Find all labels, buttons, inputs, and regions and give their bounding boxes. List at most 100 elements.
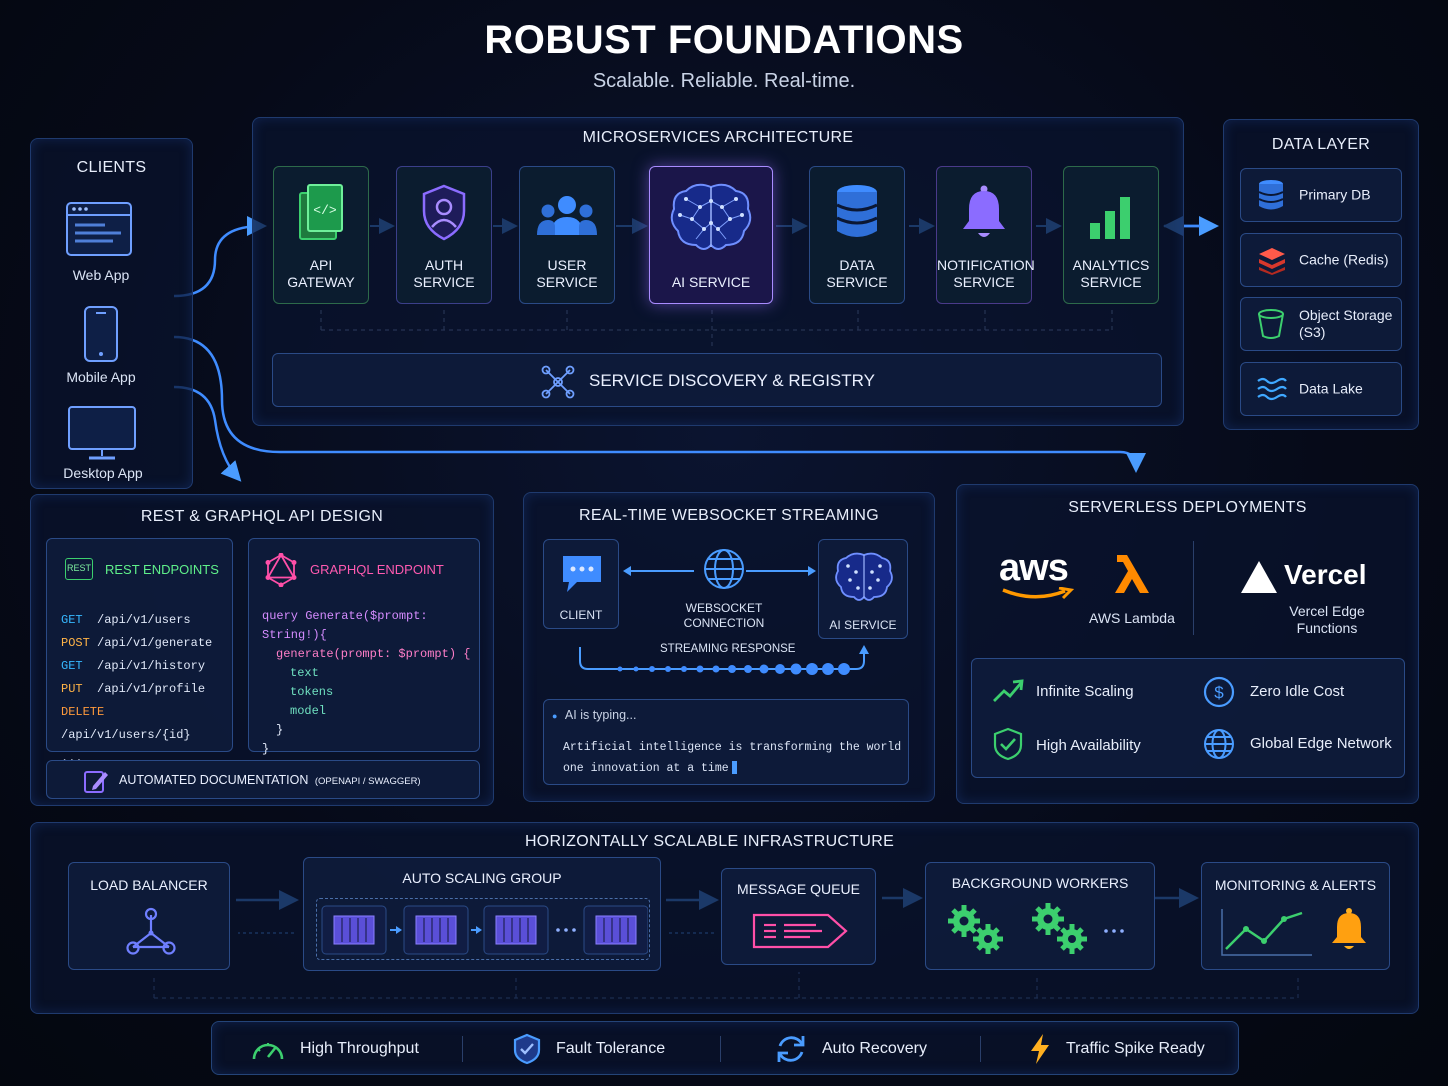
automated-docs-bar[interactable]: AUTOMATED DOCUMENTATION (OPENAPI / SWAGG…	[46, 760, 480, 799]
load-balancer-icon	[126, 907, 176, 955]
data-item-object-storage[interactable]: Object Storage (S3)	[1240, 297, 1402, 351]
data-item-label: Data Lake	[1299, 380, 1363, 397]
footer-label: High Throughput	[300, 1040, 419, 1057]
data-item-label: Cache (Redis)	[1299, 251, 1389, 268]
alert-bell-icon	[1332, 908, 1366, 949]
typing-cursor	[731, 761, 737, 775]
aws-smile-icon	[1002, 586, 1075, 600]
message-queue[interactable]: MESSAGE QUEUE	[721, 868, 876, 965]
service-label: DATA SERVICE	[826, 257, 888, 290]
feature-high-availability: High Availability	[1036, 737, 1141, 754]
ws-client-label: CLIENT	[559, 608, 603, 622]
background-workers[interactable]: BACKGROUND WORKERS	[925, 862, 1155, 970]
service-analytics[interactable]: ANALYTICS SERVICE	[1063, 166, 1159, 304]
ws-ai-card: AI SERVICE	[818, 539, 908, 639]
desktop-app-icon	[68, 406, 136, 460]
footer-item-auto-recovery: Auto Recovery	[774, 1022, 927, 1076]
ai-typing-indicator: ● AI is typing...	[552, 708, 637, 722]
network-nodes-icon	[541, 365, 575, 399]
ws-connection-label: WEBSOCKET CONNECTION	[683, 601, 765, 630]
bell-icon	[963, 185, 1005, 237]
aws-logo-text: aws	[999, 547, 1069, 589]
monitoring-label: MONITORING & ALERTS	[1214, 877, 1377, 893]
svg-text:</>: </>	[313, 203, 337, 218]
line-chart-icon	[1221, 909, 1312, 956]
ai-typing-box: ● AI is typing... Artificial intelligenc…	[543, 699, 909, 785]
clients-title: CLIENTS	[76, 159, 147, 176]
ws-client-card: CLIENT	[543, 539, 619, 629]
typing-text: AI is typing...	[564, 708, 637, 722]
streaming-response-label: STREAMING RESPONSE	[660, 643, 796, 655]
websocket-panel: REAL-TIME WEBSOCKET STREAMING CLIENT WEB…	[523, 492, 935, 802]
ai-typing-message: Artificial intelligence is transforming …	[563, 737, 901, 779]
auto-scaling-group[interactable]: AUTO SCALING GROUP	[303, 857, 661, 971]
code-line: tokens	[290, 685, 334, 699]
rest-endpoints-card: REST REST ENDPOINTS GET/api/v1/users POS…	[46, 538, 233, 765]
client-desktop-app-label: Desktop App	[63, 465, 143, 481]
vercel-triangle-icon	[1241, 561, 1277, 593]
brain-icon	[835, 552, 893, 601]
microservices-title: MICROSERVICES ARCHITECTURE	[582, 129, 854, 146]
data-item-cache[interactable]: Cache (Redis)	[1240, 233, 1402, 287]
data-item-data-lake[interactable]: Data Lake	[1240, 362, 1402, 416]
graphql-icon	[265, 553, 297, 587]
globe-icon	[1204, 729, 1234, 759]
data-layer-panel: DATA LAYER Primary DB Cache (Redis)	[1223, 119, 1419, 430]
refresh-icon	[777, 1036, 805, 1062]
monitoring-alerts[interactable]: MONITORING & ALERTS	[1201, 862, 1390, 970]
client-web-app-label: Web App	[72, 267, 130, 283]
waves-icon	[1257, 377, 1287, 401]
aws-logo: aws	[999, 549, 1075, 606]
footer-label: Auto Recovery	[822, 1040, 927, 1057]
docs-label: AUTOMATED DOCUMENTATION (OPENAPI / SWAGG…	[119, 773, 421, 787]
auto-scaling-instances	[316, 898, 650, 960]
code-line: model	[290, 704, 327, 718]
rest-endpoint[interactable]: POST/api/v1/generate	[61, 636, 213, 650]
footer-item-high-throughput: High Throughput	[250, 1022, 419, 1076]
rest-endpoint[interactable]: GET/api/v1/users	[61, 613, 191, 627]
trend-up-icon	[993, 679, 1024, 702]
service-api-gateway[interactable]: </> API GATEWAY	[273, 166, 369, 304]
database-icon	[836, 185, 878, 237]
redis-icon	[1259, 248, 1285, 275]
service-data[interactable]: DATA SERVICE	[809, 166, 905, 304]
users-icon	[537, 196, 597, 235]
service-ai[interactable]: AI SERVICE	[649, 166, 773, 304]
rest-endpoint[interactable]: GET/api/v1/history	[61, 659, 206, 673]
graphql-code: query Generate($prompt: String!){ genera…	[262, 607, 479, 759]
rest-endpoints-title: REST ENDPOINTS	[105, 562, 219, 577]
message-line: one innovation at a time	[563, 762, 729, 775]
vercel-edge-label: Vercel Edge Functions	[1289, 603, 1365, 636]
serverless-title: SERVERLESS DEPLOYMENTS	[1068, 499, 1307, 516]
data-item-primary-db[interactable]: Primary DB	[1240, 168, 1402, 222]
infrastructure-title: HORIZONTALLY SCALABLE INFRASTRUCTURE	[524, 833, 895, 850]
service-discovery-bar[interactable]: SERVICE DISCOVERY & REGISTRY	[272, 353, 1162, 407]
service-notification[interactable]: NOTIFICATION SERVICE	[936, 166, 1035, 304]
footer-label: Fault Tolerance	[556, 1040, 666, 1057]
rest-endpoint[interactable]: DELETE/api/v1/users/{id}	[61, 705, 191, 742]
shield-icon	[513, 1033, 541, 1065]
service-user[interactable]: USER SERVICE	[519, 166, 615, 304]
code-line: text	[290, 666, 319, 680]
lightning-icon	[1031, 1034, 1049, 1064]
mobile-app-icon	[84, 306, 118, 362]
bidirectional-arrow	[623, 566, 816, 576]
rest-endpoint-list: GET/api/v1/users POST/api/v1/generate GE…	[61, 609, 232, 770]
graphql-endpoint-card: GRAPHQL ENDPOINT query Generate($prompt:…	[248, 538, 480, 756]
feature-global-edge-network: Global Edge Network	[1250, 735, 1392, 752]
load-balancer[interactable]: LOAD BALANCER	[68, 862, 230, 970]
code-line: }	[262, 742, 270, 756]
service-auth[interactable]: AUTH SERVICE	[396, 166, 492, 304]
code-line: }	[276, 723, 284, 737]
vercel-logo-text: Vercel	[1284, 559, 1367, 590]
load-balancer-label: LOAD BALANCER	[90, 877, 208, 893]
rest-badge: REST	[65, 558, 93, 580]
websocket-title: REAL-TIME WEBSOCKET STREAMING	[579, 507, 879, 524]
message-line: Artificial intelligence is transforming …	[563, 741, 902, 754]
api-design-title: REST & GRAPHQL API DESIGN	[140, 508, 384, 525]
docs-edit-icon	[84, 771, 108, 793]
docs-label-sub: (OPENAPI / SWAGGER)	[314, 776, 421, 787]
message-queue-label: MESSAGE QUEUE	[737, 881, 860, 897]
docs-label-text: AUTOMATED DOCUMENTATION	[119, 773, 309, 787]
rest-endpoint[interactable]: PUT/api/v1/profile	[61, 682, 206, 696]
